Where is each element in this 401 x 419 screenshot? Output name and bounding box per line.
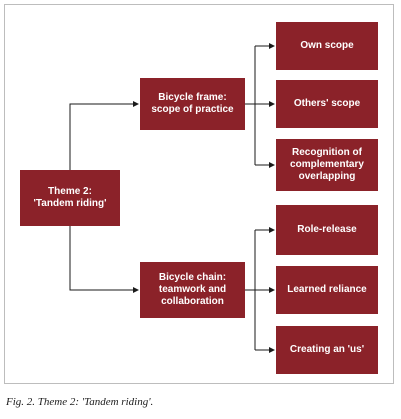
figure-frame <box>4 4 394 384</box>
node-recognition: Recognition of complementary overlapping <box>276 139 378 191</box>
figure-caption: Fig. 2. Theme 2: 'Tandem riding'. <box>6 396 154 408</box>
node-others-scope: Others' scope <box>276 80 378 128</box>
connector-theme-chain <box>67 221 139 293</box>
node-own-scope: Own scope <box>276 22 378 70</box>
connector-theme-frame <box>67 101 139 175</box>
node-learned-reliance: Learned reliance <box>276 266 378 314</box>
node-bicycle-frame: Bicycle frame: scope of practice <box>140 78 245 130</box>
node-bicycle-chain: Bicycle chain: teamwork and collaboratio… <box>140 262 245 318</box>
node-creating-us: Creating an 'us' <box>276 326 378 374</box>
node-role-release: Role-release <box>276 205 378 255</box>
node-theme-2: Theme 2: 'Tandem riding' <box>20 170 120 226</box>
